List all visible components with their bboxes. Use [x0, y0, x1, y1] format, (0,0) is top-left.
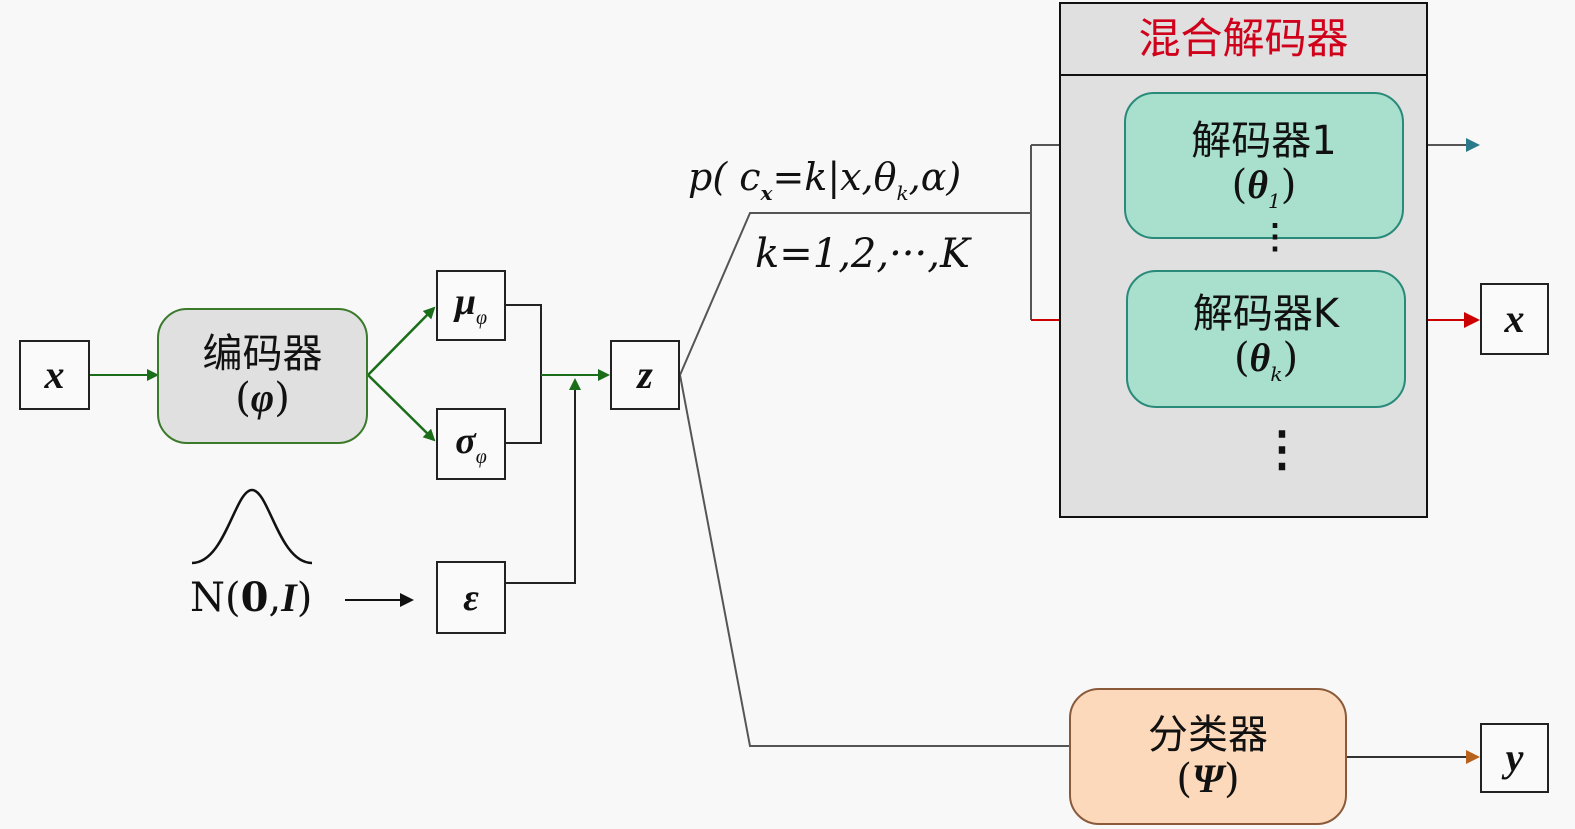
decoder-k-theta: θ [1249, 335, 1271, 380]
decoder-k-param: (θk) [1233, 335, 1299, 386]
line-z-to-decoders [679, 212, 1031, 376]
epsilon-label: ε [463, 576, 479, 619]
classifier-title: 分类器 [1148, 711, 1268, 758]
mixture-probability-label: p( cx=k|x,θk,α) [688, 158, 961, 203]
normal-suffix: ) [296, 575, 313, 621]
sigma-box: σφ [436, 408, 506, 480]
prob-suffix: ,α) [908, 155, 962, 199]
sigma-symbol: σ [455, 419, 476, 462]
arrow-epsilon-to-z [506, 378, 581, 584]
decoder-1-title: 解码器1 [1191, 117, 1337, 164]
input-x-label: x [44, 352, 65, 397]
mixture-decoder-container [1059, 2, 1428, 518]
z-box: z [610, 340, 680, 410]
decoder-1-subscript: 1 [1268, 188, 1281, 213]
prob-subscript: x [760, 181, 773, 205]
sigma-subscript: φ [475, 445, 487, 468]
output-x-box: x [1480, 283, 1549, 355]
classifier-block: 分类器 (Ψ) [1069, 688, 1347, 825]
sigma-label: σφ [455, 422, 487, 467]
prob-condition: =k|x,θ [772, 155, 897, 199]
epsilon-box: ε [436, 561, 506, 634]
encoder-param: (φ) [235, 375, 290, 421]
gaussian-curve-icon [191, 488, 313, 565]
classifier-param: (Ψ) [1176, 755, 1240, 802]
encoder-block: 编码器 (φ) [157, 308, 368, 444]
encoder-param-symbol: φ [250, 375, 275, 420]
normal-distribution-label: N(0,I) [190, 575, 313, 621]
normal-comma: , [268, 575, 282, 621]
encoder-title: 编码器 [202, 331, 323, 377]
decoder-1-block: 解码器1 (θ1) [1124, 92, 1404, 239]
line-mu-join [506, 304, 542, 444]
output-y-box: y [1480, 723, 1549, 793]
normal-identity: I [281, 575, 297, 620]
decoder-k-block: 解码器K (θk) [1126, 270, 1406, 408]
output-y-label: y [1505, 735, 1524, 780]
mixture-decoder-title: 混合解码器 [1138, 14, 1349, 63]
normal-zero: 0 [240, 574, 269, 621]
k-range-label: k=1,2,···,K [755, 231, 970, 277]
prob-prefix: p( c [688, 155, 761, 199]
mu-symbol: μ [454, 281, 477, 323]
decoder-k-title: 解码器K [1192, 291, 1340, 337]
decoder-k-subscript: k [1270, 362, 1283, 386]
decoder-ellipsis-top: ⋮ [1258, 217, 1292, 257]
input-x-box: x [19, 340, 90, 410]
arrow-encoder-to-mu [367, 306, 436, 376]
decoder-1-theta: θ [1247, 161, 1269, 207]
prob-k-subscript: k [896, 181, 909, 205]
z-label: z [637, 352, 653, 397]
normal-prefix: N( [190, 575, 241, 621]
mu-label: μφ [455, 283, 487, 328]
line-z-to-classifier [679, 374, 1069, 747]
output-x-label: x [1504, 296, 1525, 341]
mu-box: μφ [436, 270, 506, 341]
decoder-ellipsis-bottom: ⋮ [1258, 421, 1306, 477]
mu-subscript: φ [476, 307, 488, 329]
classifier-psi: Ψ [1192, 755, 1224, 801]
decoder-1-param: (θ1) [1231, 161, 1297, 213]
mixture-decoder-header: 混合解码器 [1059, 2, 1428, 76]
arrow-encoder-to-sigma [367, 374, 436, 442]
